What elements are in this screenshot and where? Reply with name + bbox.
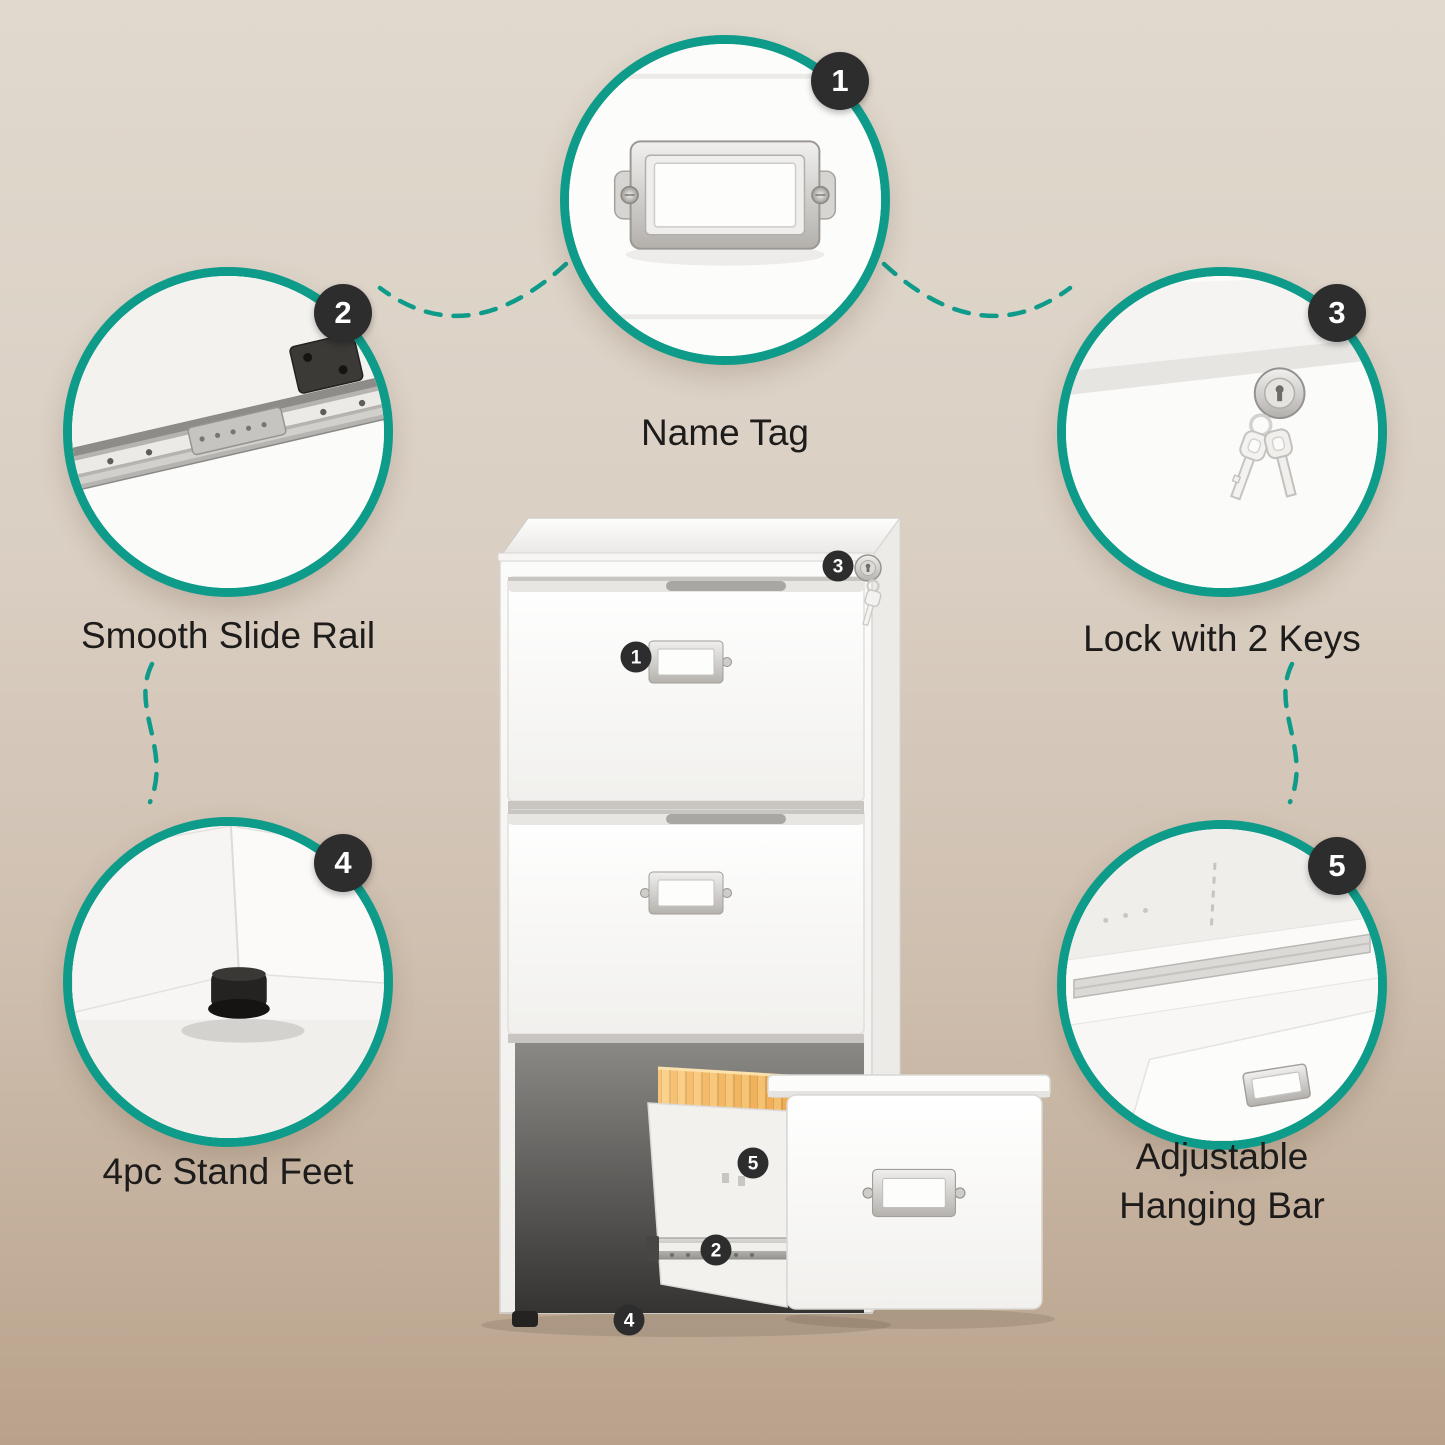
dashed-connector-right: [1283, 661, 1299, 805]
feature-number: 1: [831, 63, 849, 98]
feature-label: Lock with 2 Keys: [1083, 618, 1361, 659]
hanging-bar: [1073, 933, 1371, 999]
two-keys: [1229, 413, 1297, 501]
drawer-1-name-tag: [640, 640, 732, 684]
drawer-label-holder: [1242, 1063, 1311, 1108]
feature-lock: 3 Lock with 2 Keys: [1057, 267, 1387, 659]
cabinet-marker-3: 3: [822, 550, 854, 582]
label-holder: [613, 140, 837, 250]
stand-foot: [208, 967, 270, 1019]
mounting-bracket: [289, 333, 364, 394]
dashed-connector-top-right: [881, 261, 1073, 319]
feature-stand-feet: 4 4pc Stand Feet: [63, 817, 393, 1192]
feature-label: Name Tag: [641, 412, 809, 453]
drawer-side-wall: [647, 1102, 788, 1308]
cabinet-shadow: [481, 1313, 891, 1337]
slide-rail-illustration: [72, 276, 384, 588]
feature-name-tag: 1 Name Tag: [560, 35, 890, 453]
dashed-connector-left: [143, 661, 159, 805]
drawer-2-name-tag: [640, 871, 732, 915]
cabinet-marker-1: 1: [620, 641, 652, 673]
svg-text:5: 5: [748, 1154, 759, 1175]
rail-carriage: [187, 406, 287, 456]
cabinet-illustration: 1 2 3 4 5: [481, 516, 1055, 1337]
feature-hanging-bar: 5 Adjustable Hanging Bar: [1057, 820, 1387, 1226]
feature-number: 3: [1328, 295, 1346, 330]
feature-number-badge: 5: [1308, 837, 1366, 895]
lock-cylinder: [1253, 367, 1306, 420]
feature-slide-rail: 2 Smooth Slide Rail: [63, 267, 393, 656]
svg-text:4: 4: [624, 1311, 635, 1332]
drawer-gap-2: [508, 1034, 864, 1043]
feature-label: Adjustable Hanging Bar: [1119, 1136, 1325, 1226]
feature-number: 4: [334, 845, 352, 880]
dashed-connector-top-left: [377, 261, 569, 319]
drawer-gap-1: [508, 801, 864, 810]
cabinet-marker-4: 4: [613, 1304, 645, 1336]
feature-number: 5: [1328, 848, 1346, 883]
cabinet-foot: [512, 1311, 538, 1327]
cabinet-marker-2: 2: [700, 1234, 732, 1266]
feature-label: 4pc Stand Feet: [102, 1151, 354, 1192]
svg-text:3: 3: [833, 557, 844, 578]
open-drawer-name-tag: [862, 1168, 966, 1218]
svg-text:2: 2: [711, 1241, 722, 1262]
feature-number: 2: [334, 295, 352, 330]
drawer-2: [507, 809, 865, 1035]
svg-text:1: 1: [631, 648, 642, 669]
feature-number-badge: 4: [314, 834, 372, 892]
drawer-1: [507, 576, 865, 802]
adjustment-dashed-line: [1209, 862, 1217, 933]
feature-number-badge: 1: [811, 52, 869, 110]
hanging-key: [862, 579, 882, 627]
slide-rail: [72, 333, 384, 497]
cabinet-lock: [854, 554, 882, 582]
feature-label: Smooth Slide Rail: [80, 615, 376, 656]
open-drawer: [646, 1066, 1051, 1310]
lock-illustration: [1066, 276, 1378, 588]
cabinet-marker-5: 5: [737, 1147, 769, 1179]
feature-number-badge: 2: [314, 284, 372, 342]
feature-number-badge: 3: [1308, 284, 1366, 342]
